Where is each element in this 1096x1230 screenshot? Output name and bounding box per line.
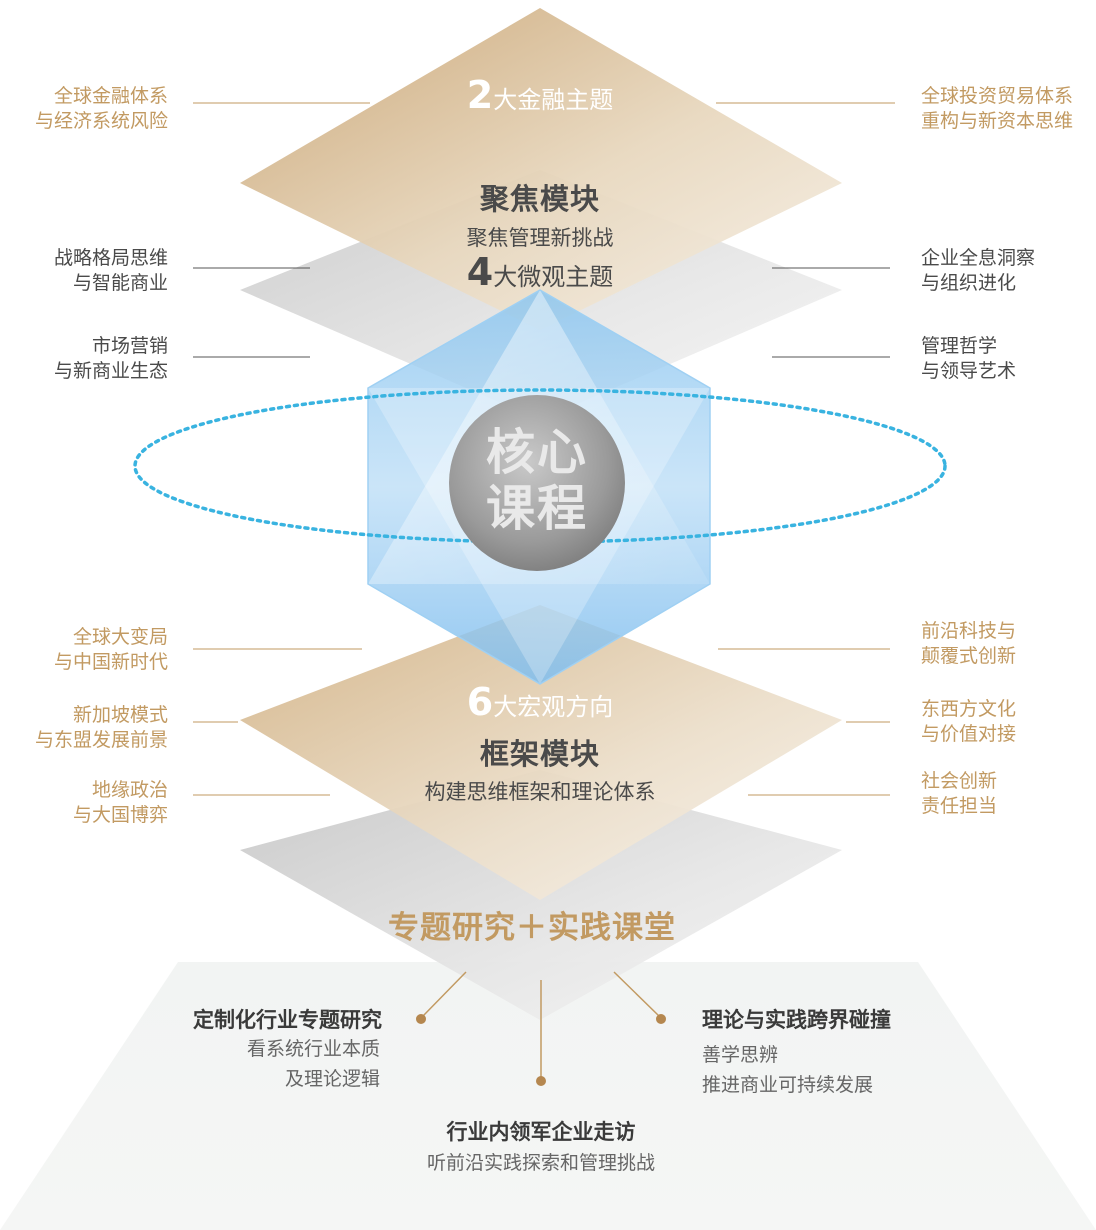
practice-right-title: 理论与实践跨界碰撞 [702,1008,891,1032]
core-line-2: 课程 [485,480,588,537]
left-label-6: 地缘政治与大国博弈 [72,779,168,826]
practice-left-title: 定制化行业专题研究 [193,1008,382,1032]
right-label-1: 全球投资贸易体系重构与新资本思维 [921,85,1074,132]
core-line-1: 核心 [485,424,588,481]
micro-count-line: 4大微观主题 [440,250,640,294]
left-label-5: 新加坡模式与东盟发展前景 [34,704,168,751]
practice-left-line-1: 看系统行业本质 [246,1038,380,1060]
core-sphere [449,395,625,571]
practice-dot-right [656,1014,666,1024]
practice-right-line-2: 推进商业可持续发展 [702,1074,874,1096]
practice-dot-bottom [536,1076,546,1086]
right-label-5: 东西方文化与价值对接 [921,698,1017,745]
practice-bottom-line-1: 听前沿实践探索和管理挑战 [426,1152,655,1174]
bottom-count: 6 [466,680,494,724]
practice-left-line-2: 及理论逻辑 [284,1068,380,1090]
practice-right-line-1: 善学思辨 [702,1044,779,1066]
top-gold-layer [240,8,842,330]
top-count: 2 [466,73,494,117]
practice-base-panel [0,962,1096,1230]
right-label-3: 管理哲学与领导艺术 [921,335,1017,382]
right-label-6: 社会创新责任担当 [921,770,998,817]
micro-count-text: 大微观主题 [493,263,614,291]
core-label: 核心 课程 [437,425,637,537]
bottom-module-subtitle: 构建思维框架和理论体系 [424,780,656,804]
micro-count: 4 [466,250,494,294]
practice-dot-left [416,1014,426,1024]
left-connector-lines [193,102,370,796]
top-count-line: 2大金融主题 [440,73,640,117]
right-label-2: 企业全息洞察与组织进化 [921,247,1036,294]
bottom-module-title: 框架模块 [479,737,600,771]
practice-banner: 专题研究＋实践课堂 [388,910,676,946]
practice-connectors [422,971,660,1078]
practice-bottom-title: 行业内领军企业走访 [446,1120,636,1144]
top-module-title: 聚焦模块 [479,182,600,216]
left-label-4: 全球大变局与中国新时代 [53,626,168,673]
bottom-count-line: 6大宏观方向 [430,680,650,724]
top-module-subtitle: 聚焦管理新挑战 [466,226,614,250]
right-label-4: 前沿科技与颠覆式创新 [921,620,1017,667]
right-connector-lines [716,102,895,796]
top-count-text: 大金融主题 [493,86,614,114]
left-label-2: 战略格局思维与智能商业 [53,247,168,294]
bottom-gold-layer [240,605,842,900]
left-label-1: 全球金融体系与经济系统风险 [34,85,168,132]
left-label-3: 市场营销与新商业生态 [53,335,168,382]
bottom-count-text: 大宏观方向 [493,693,614,721]
